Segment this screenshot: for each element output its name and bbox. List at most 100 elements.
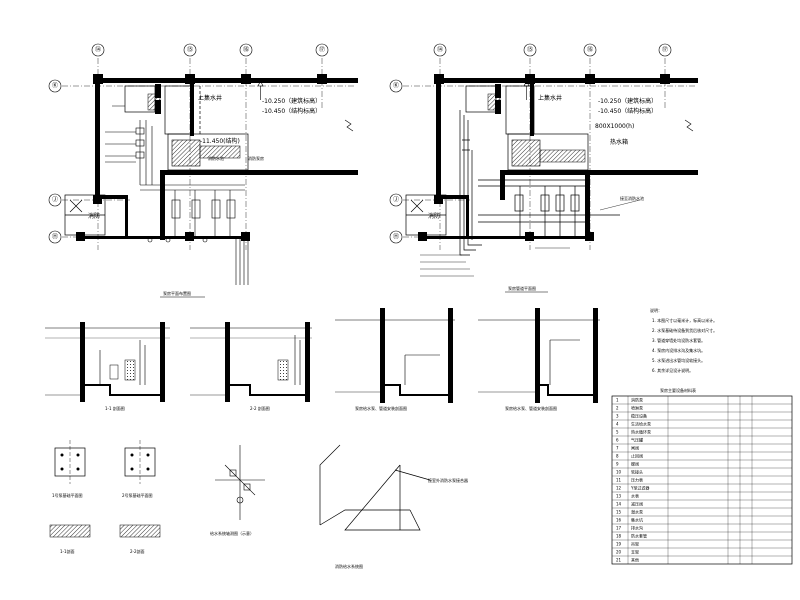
axis-label-14r: ⑭ [437,46,443,54]
legend-row-item: 防水套管 [631,533,647,539]
section-3: 泵房给水泵、管道安装剖面图 [335,308,455,411]
right-plan: ⑭ ⑮ ⑯ ⑰ Ⓚ Ⓙ Ⓗ [389,43,698,293]
note-3: 3. 管道穿墙处均设防水套管。 [652,337,705,343]
legend-row-number: 13 [616,494,622,499]
legend-row-number: 4 [616,422,619,427]
sump-hatch [147,93,161,111]
elevation-label-2r: -10.450（结构标高） [598,107,657,115]
legend-row-item: 水表 [631,493,639,499]
legend-row-item: 潜水泵 [631,509,643,515]
up-arrow-icon [257,80,264,100]
pump-base-1: 1号泵基础平面图 1-1剖面 [49,440,91,554]
right-pipework [459,110,620,256]
legend-row-item: 减压阀 [631,501,643,507]
right-plan-title: 泵房管道平面图 [508,285,536,291]
axis-label-17: ⑰ [319,46,325,54]
section-1-title: 1-1 剖面图 [105,405,125,411]
break-line-right [684,119,694,132]
stair-label: 消防 [88,212,100,220]
section-2-title: 2-2 剖面图 [250,405,270,411]
tank-size-label: 800X1000(h) [595,123,634,130]
axis-label-16r: ⑯ [587,46,593,54]
legend-row-number: 20 [616,550,622,555]
section-4-title: 泵房给水泵、管道安装剖面图 [505,405,557,411]
legend-title: 泵房主要设备材料表 [660,387,696,393]
right-axis-bubbles: ⑭ ⑮ ⑯ ⑰ Ⓚ Ⓙ Ⓗ [389,43,672,244]
iso-system: 接室外消防水泵接合器 消防给水系统图 [319,444,468,569]
axis-label-h: Ⓗ [52,233,58,241]
legend-row-number: 8 [616,454,619,459]
axis-label-14: ⑭ [95,46,101,54]
sections-row: 1-1 剖面图 2-2 剖面图 泵房给水泵、管道安装剖面图 [45,308,600,411]
legend-row-number: 2 [616,406,619,411]
legend-row-number: 21 [616,558,622,563]
legend-row-number: 7 [616,446,619,451]
sump-hatch-right [487,93,501,111]
left-walls [76,74,358,241]
pit-label: 上集水井 [198,94,222,102]
legend-row-number: 1 [616,398,619,403]
left-pipework [135,120,249,285]
legend-row-item: 稳压设备 [631,413,647,419]
note-4: 4. 泵房内设排水沟及集水坑。 [652,347,705,353]
legend-row-number: 5 [616,430,619,435]
section-3-title: 泵房给水泵、管道安装剖面图 [355,405,407,411]
room-label-right: 热水箱 [610,138,628,146]
axis-label-15: ⑮ [187,46,193,54]
legend-row-item: 蝶阀 [631,461,639,467]
pump-base [171,139,201,167]
room-label-1: 消防水池 [208,155,224,161]
pump-base-right [511,139,541,167]
axis-label-j: Ⓙ [52,196,58,204]
legend-row-item: 消防泵 [631,397,643,403]
legend-row-number: 6 [616,438,619,443]
up-arrow-icon-right [523,80,530,100]
legend-row-item: 排水沟 [631,525,643,531]
iso-note: 接室外消防水泵接合器 [428,477,468,483]
left-axis-bubbles: ⑭ ⑮ ⑯ ⑰ Ⓚ Ⓙ Ⓗ [48,43,329,244]
room-label-2: 消防泵房 [248,155,264,161]
note-2: 2. 水泵基础待设备到货后核对尺寸。 [652,327,717,333]
legend-row-item: 闸阀 [631,445,639,451]
base-1-section-title: 1-1剖面 [60,548,75,554]
legend-row-item: 止回阀 [631,453,643,459]
elevation-label-1r: -10.250（建筑标高） [598,97,657,105]
notes-block: 说明： 1. 本图尺寸以毫米计，标高以米计。 2. 水泵基础待设备到货后核对尺寸… [650,307,717,373]
axis-label-16: ⑯ [243,46,249,54]
section-4: 泵房给水泵、管道安装剖面图 [478,308,600,411]
hatch-right [539,149,586,163]
legend-row-item: 热水循环泵 [631,429,651,435]
legend-row-number: 17 [616,526,622,531]
legend-row-item: 喷淋泵 [631,405,643,411]
legend-row-number: 19 [616,542,622,547]
legend-row-number: 16 [616,518,622,523]
pipe-hatch [199,145,241,159]
pipe-note-label: 接至消防水池 [620,195,644,201]
pit-label-right: 上集水井 [538,94,562,102]
axis-label-hr: Ⓗ [393,233,399,241]
legend-row-number: 14 [616,502,622,507]
axis-label-jr: Ⓙ [393,196,399,204]
elevation-label-2: -10.450（结构标高） [262,107,321,115]
base-2-title: 2号泵基础平面图 [122,492,153,498]
elevation-label-1: -10.250（建筑标高） [262,97,321,105]
note-5: 5. 水泵进出水管均设软接头。 [652,357,705,363]
left-plan-title: 泵房平面布置图 [163,290,191,296]
legend-row-item: 集水坑 [631,517,643,523]
legend-row-item: Y型过滤器 [630,485,649,491]
details-row: 1号泵基础平面图 1-1剖面 2号泵基础平面图 2-2剖面 给水系统轴测图（示意… [49,440,468,569]
note-1: 1. 本图尺寸以毫米计，标高以米计。 [652,317,717,323]
right-leader-lines [420,199,641,277]
base-2-section-title: 2-2剖面 [130,548,145,554]
legend-row-number: 18 [616,534,622,539]
legend-row-number: 15 [616,510,622,515]
left-plan: ⑭ ⑮ ⑯ ⑰ Ⓚ Ⓙ Ⓗ [48,43,358,298]
legend-row-number: 3 [616,414,619,419]
elevation-label-3: -11.450(结构) [200,137,240,145]
axis-label-k: Ⓚ [52,82,58,90]
legend-row-item: 软接头 [631,469,643,475]
legend-row-item: 生活给水泵 [631,421,651,427]
legend-row-item: 吊架 [631,541,639,547]
